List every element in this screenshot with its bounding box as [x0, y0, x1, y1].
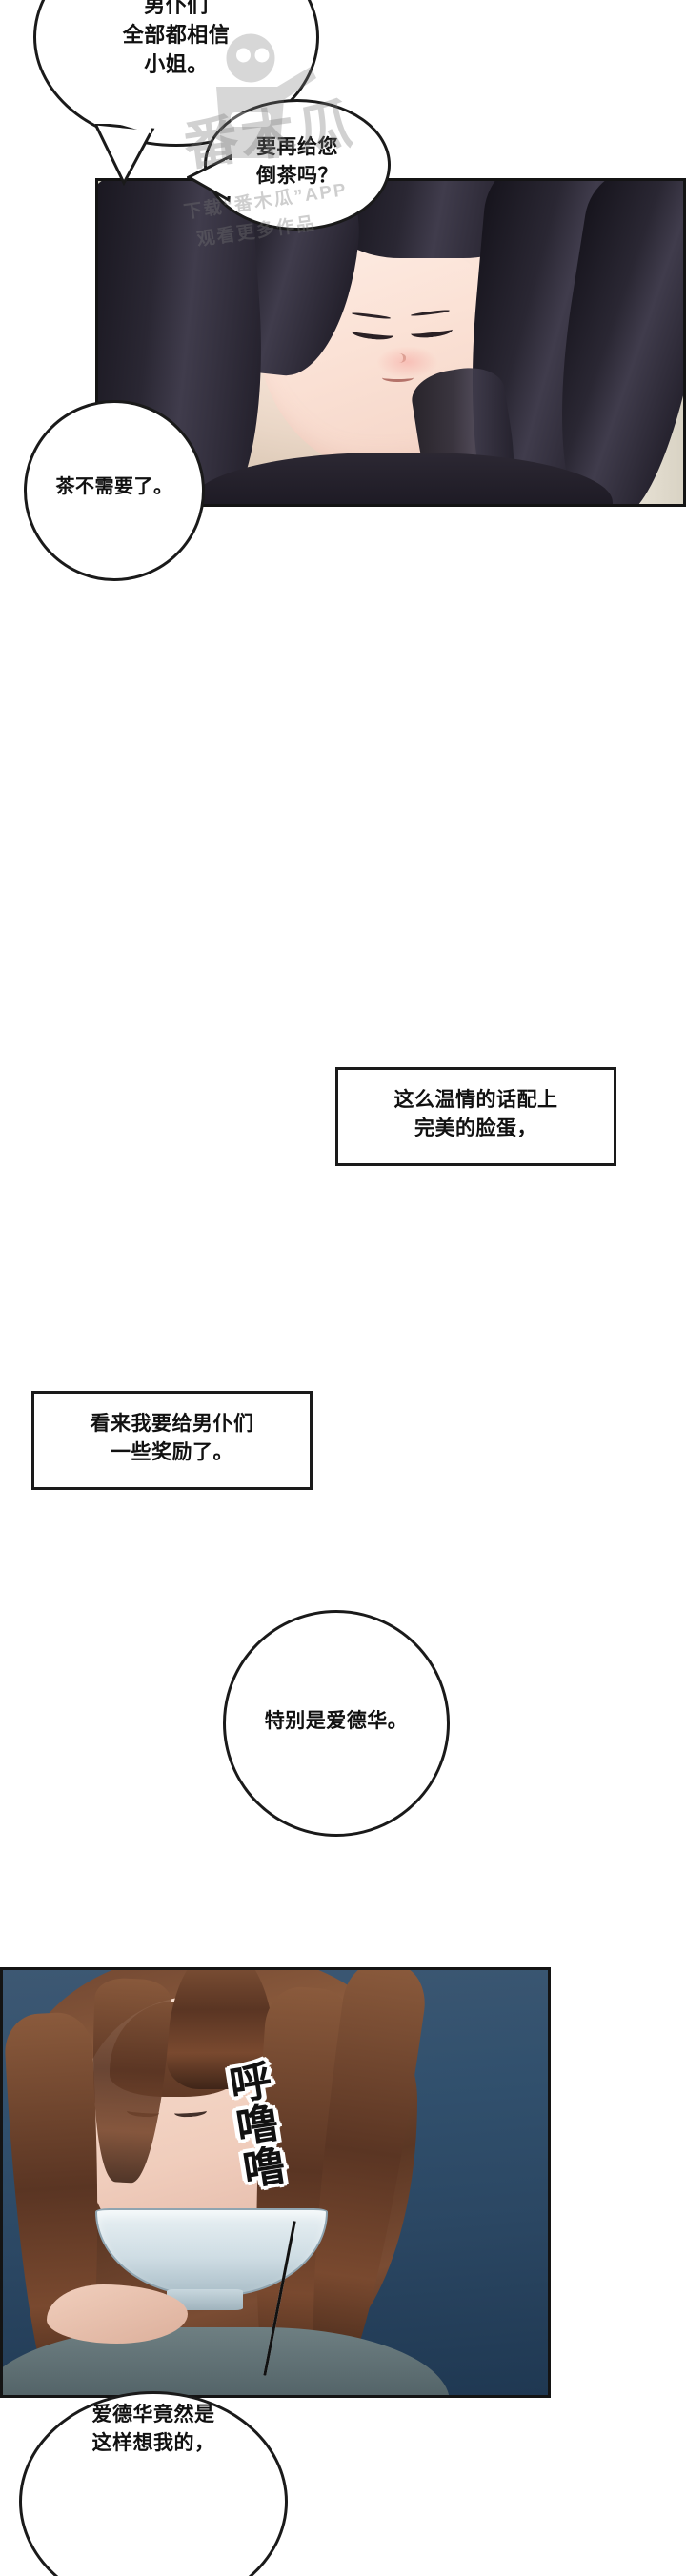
- panel-1-eye-right: [410, 323, 454, 339]
- speech-bubble-servants-believe-tail: [95, 124, 155, 187]
- panel-1-eyebrow-right: [410, 309, 451, 318]
- speech-bubble-no-tea-needed: [24, 400, 205, 581]
- panel-1-eye-left: [351, 326, 394, 342]
- speech-bubble-no-tea-needed-text: 茶不需要了。: [55, 476, 173, 497]
- speech-bubble-especially-edward: [223, 1610, 450, 1837]
- papaya-mascot-icon: [216, 33, 316, 158]
- narration-box-warm-words-perfect-face-text: 这么温情的话配上 完美的脸蛋，: [393, 1089, 558, 1139]
- panel-2-hair-strand-top: [166, 1970, 275, 2089]
- panel-2-teacup-base: [166, 2288, 243, 2310]
- panel-1-mouth: [382, 373, 414, 383]
- narration-box-warm-words-perfect-face: [335, 1067, 616, 1166]
- narration-box-reward-the-servants-text: 看来我要给男仆们 一些奖励了。: [90, 1413, 254, 1463]
- speech-bubble-especially-edward-text: 特别是爱德华。: [264, 1710, 409, 1732]
- panel-1-cheek-blush: [376, 345, 439, 379]
- panel-2-hand: [46, 2284, 189, 2345]
- speech-bubble-pour-more-tea-text: 要再给您 倒茶吗？: [256, 136, 338, 187]
- panel-2-eye-right: [173, 2106, 208, 2120]
- narration-box-reward-the-servants: [31, 1391, 313, 1490]
- panel-1-eyebrow-left: [351, 312, 392, 320]
- speech-bubble-servants-believe-text: 男仆们 全部都相信 小姐。: [122, 0, 231, 77]
- speech-bubble-edward-thinks-of-me-text: 爱德华竟然是 这样想我的，: [91, 2404, 215, 2454]
- speech-bubble-pour-more-tea: [204, 99, 391, 231]
- speech-bubble-pour-more-tea-tail: [187, 153, 232, 203]
